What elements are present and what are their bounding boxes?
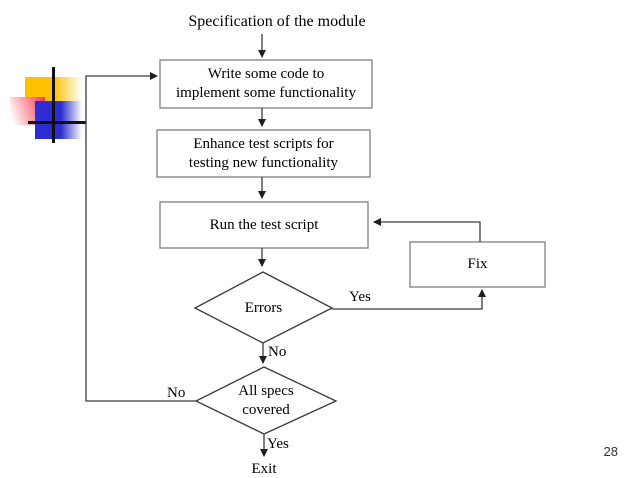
all-specs-line1: All specs bbox=[238, 383, 294, 399]
fix-text: Fix bbox=[467, 256, 488, 272]
exit-text: Exit bbox=[251, 460, 277, 477]
decision-errors-label: Errors bbox=[195, 296, 332, 320]
write-code-line2: implement some functionality bbox=[176, 85, 356, 101]
all-specs-line2: covered bbox=[242, 402, 290, 418]
enhance-tests-line1: Enhance test scripts for bbox=[193, 135, 334, 152]
slide-page-number: 28 bbox=[603, 444, 618, 459]
edge-errors-yes-to-fix bbox=[332, 289, 486, 310]
errors-text: Errors bbox=[244, 299, 283, 316]
box-write-code bbox=[159, 59, 373, 109]
node-run-test-label: Run the test script bbox=[160, 202, 368, 248]
decoration-cross-vertical-line bbox=[52, 67, 55, 143]
enhance-tests-line2: testing new functionality bbox=[188, 154, 339, 171]
specification-text: Specification of the module bbox=[188, 12, 366, 30]
decoration-blue-square bbox=[35, 101, 82, 139]
edge-fix-to-run bbox=[373, 218, 481, 242]
edge-label-allspecs-yes: Yes bbox=[267, 436, 289, 452]
box-fix bbox=[409, 241, 546, 288]
write-code-line1: Write some code to bbox=[207, 66, 325, 82]
box-enhance-tests bbox=[156, 129, 371, 178]
run-test-text: Run the test script bbox=[209, 216, 319, 233]
edge-allspecs-no-to-write bbox=[85, 72, 196, 402]
edge-label-errors-no: No bbox=[268, 344, 287, 360]
decision-all-specs-label: All specs covered bbox=[196, 382, 336, 420]
node-exit-label: Exit bbox=[242, 460, 286, 478]
decoration-cross-horizontal-line bbox=[28, 121, 86, 124]
node-write-code-label: Write some code to implement some functi… bbox=[160, 60, 372, 108]
node-enhance-tests-label: Enhance test scripts for testing new fun… bbox=[157, 130, 370, 177]
slide-decoration bbox=[0, 0, 110, 160]
node-specification-label: Specification of the module bbox=[167, 9, 387, 33]
edge-label-allspecs-no: No bbox=[167, 385, 186, 401]
node-fix-label: Fix bbox=[410, 242, 545, 287]
box-run-test bbox=[159, 201, 369, 249]
edge-label-errors-yes: Yes bbox=[349, 289, 371, 305]
